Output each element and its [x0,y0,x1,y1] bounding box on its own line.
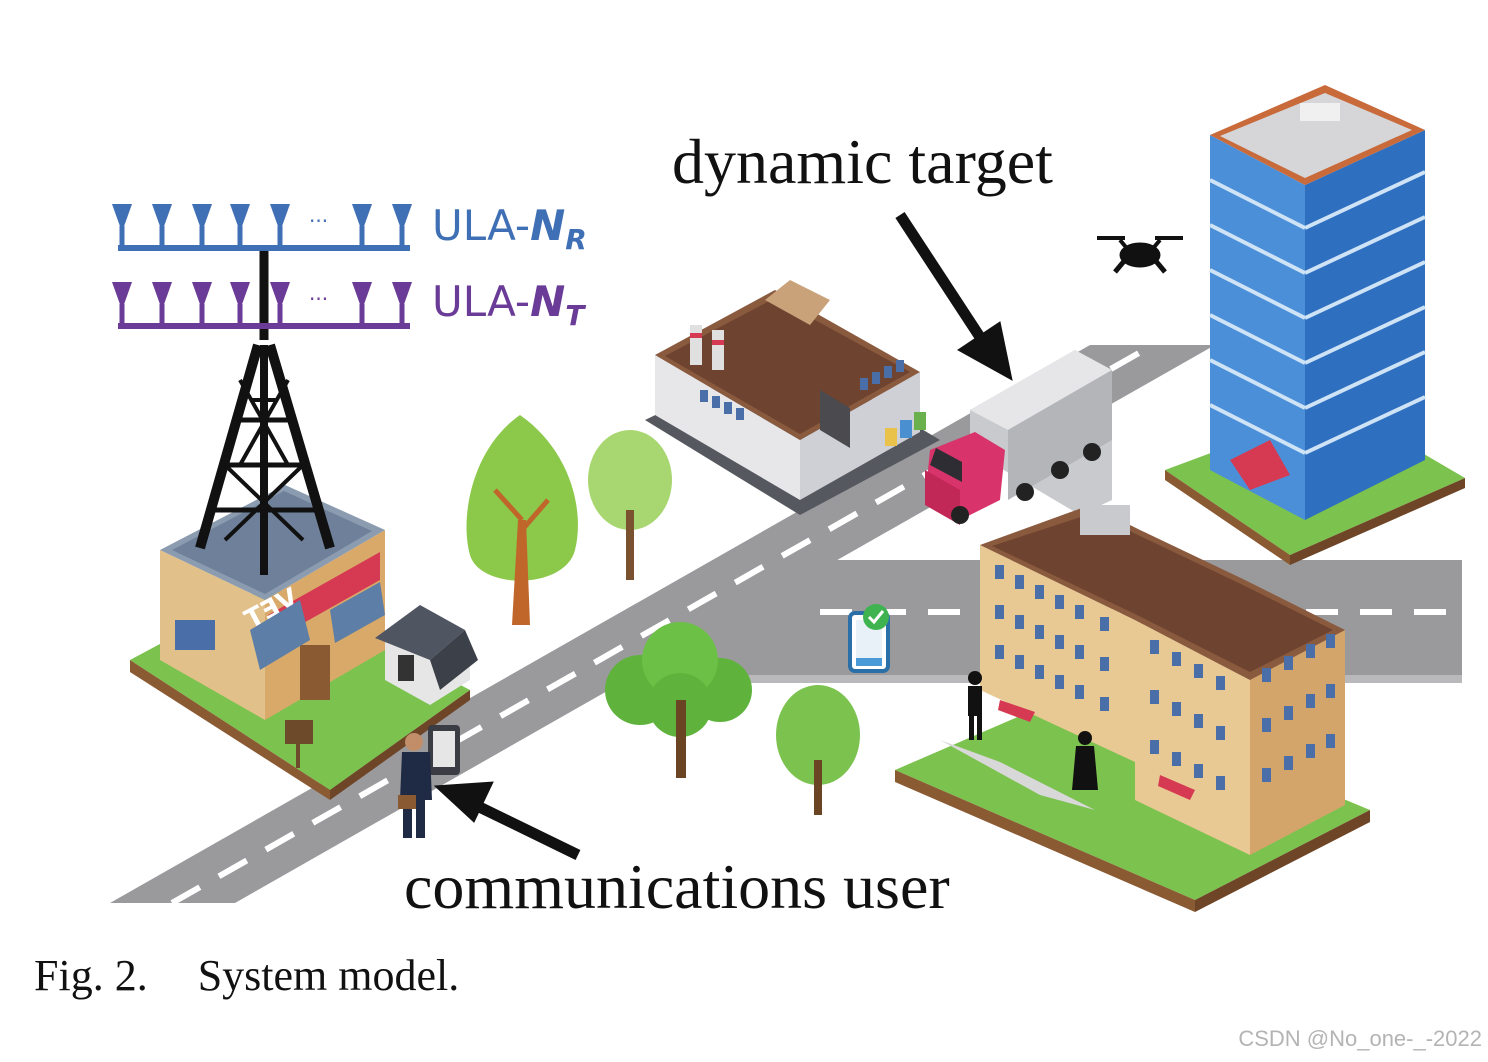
ula-rx-var: N [530,201,565,250]
tree-right [776,685,860,815]
watermark: CSDN @No_one-_-2022 [1238,1026,1482,1051]
tree-middle [605,622,752,778]
ula-tx-var: N [530,277,565,326]
smartphone-check-icon [848,604,890,673]
ula-receive-array-icon: ··· [112,204,412,251]
person-standing-2 [1072,731,1098,790]
figure-caption: Fig. 2. System model. [34,950,459,1001]
sign-post [285,720,313,768]
businessman-with-phone-icon [398,725,460,838]
dog-house [375,605,478,705]
vet-building: VET [130,485,470,800]
ula-rx-sub: R [565,223,587,256]
ula-transmit-array-icon: ··· [112,282,412,329]
figure-caption-text: System model. [197,951,460,1000]
ula-tx-sub: T [565,299,586,332]
truck-icon [925,350,1112,525]
apartment-building [895,505,1370,912]
ula-tx-label: ULA-NT [432,277,586,332]
tree-large [466,415,578,625]
arrow-to-user [433,781,581,860]
base-station-tower-icon [195,250,335,575]
figure-number: Fig. 2. [34,951,148,1000]
skyscraper [1165,85,1465,565]
drone-icon [1097,236,1183,274]
tree-small [588,430,672,580]
dynamic-target-label: dynamic target [672,126,1053,197]
arrow-to-target [895,211,1013,381]
person-standing [968,671,982,740]
communications-user-label: communications user [404,851,950,922]
ula-rx-label: ULA-NR [432,201,587,256]
ula-rx-prefix: ULA- [432,201,530,250]
ula-rx-ellipsis: ··· [309,209,328,233]
factory-building [645,280,940,515]
ula-tx-ellipsis: ··· [309,287,328,311]
ula-tx-prefix: ULA- [432,277,530,326]
